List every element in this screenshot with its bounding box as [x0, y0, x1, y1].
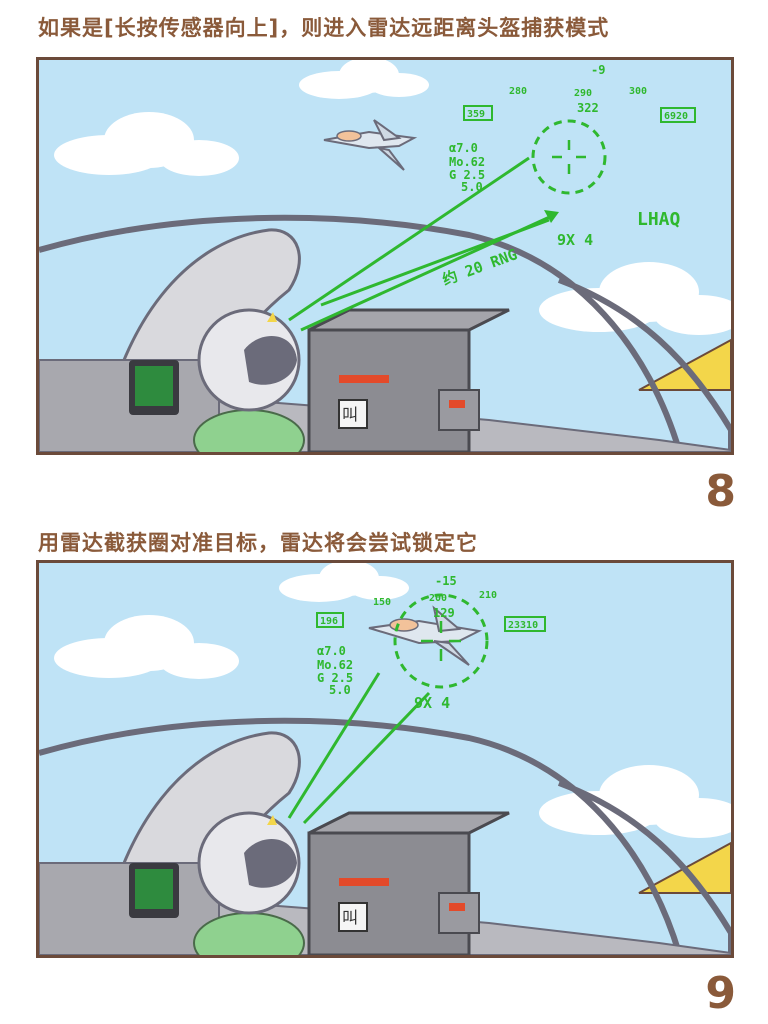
- heading-mark-2: 200: [429, 593, 447, 604]
- panel-8-caption: 如果是[长按传感器向上]，则进入雷达远距离头盔捕获模式: [38, 16, 610, 40]
- comic-panel-9: 叫 -15 150 200 210 129 196 23310 α7.0 Mo.…: [36, 560, 734, 958]
- weapon-readout: 9X 4: [414, 694, 450, 712]
- altitude-box: 6920: [664, 111, 688, 122]
- sight-lines: [288, 156, 555, 332]
- mode-readout: LHAQ: [637, 209, 681, 230]
- g-max-readout: 5.0: [329, 683, 351, 697]
- crosshair-icon: [552, 140, 586, 174]
- mach-readout: Mo.62: [317, 658, 353, 672]
- comic-panel-8: 叫 -9 280 290 300 322 359 6920 α7.0 Mo.6: [36, 57, 734, 455]
- panel-9-caption: 用雷达截获圈对准目标，雷达将会尝试锁定它: [38, 531, 478, 555]
- speed-box: 196: [320, 616, 338, 627]
- sight-lines: [287, 672, 431, 825]
- heading-mark-2: 290: [574, 88, 592, 99]
- console-label: 叫: [342, 908, 358, 927]
- crosshair-icon: [421, 621, 461, 661]
- weapon-readout: 9X 4: [557, 231, 593, 249]
- heading-mark-3: 210: [479, 590, 497, 601]
- heading-mark-1: 150: [373, 597, 391, 608]
- altitude-box: 23310: [508, 620, 538, 631]
- heading-value: 129: [433, 606, 455, 620]
- heading-mark-1: 280: [509, 86, 527, 97]
- g-max-readout: 5.0: [461, 180, 483, 194]
- panel-9-number: 9: [705, 968, 736, 1019]
- radar-acquisition-circle: [531, 119, 607, 195]
- panel-8-number: 8: [705, 466, 736, 517]
- enemy-jet: [368, 605, 483, 666]
- alpha-readout: α7.0: [449, 141, 478, 155]
- heading-top: -15: [435, 574, 457, 588]
- radar-acquisition-circle: [393, 593, 489, 689]
- alpha-readout: α7.0: [317, 644, 346, 658]
- panel-9-illustration: 叫 -15 150 200 210 129 196 23310 α7.0 Mo.…: [39, 563, 731, 955]
- console-label: 叫: [342, 405, 358, 424]
- g-readout: G 2.5: [449, 168, 485, 182]
- cloud-group: [54, 563, 731, 838]
- g-readout: G 2.5: [317, 671, 353, 685]
- heading-top: -9: [591, 63, 605, 77]
- cloud-group: [54, 60, 731, 335]
- heading-value: 322: [577, 101, 599, 115]
- speed-box: 359: [467, 109, 485, 120]
- heading-mark-3: 300: [629, 86, 647, 97]
- panel-8-illustration: 叫 -9 280 290 300 322 359 6920 α7.0 Mo.6: [39, 60, 731, 452]
- enemy-jet: [323, 119, 418, 171]
- range-label: 约 20 RNG: [440, 245, 520, 289]
- mach-readout: Mo.62: [449, 155, 485, 169]
